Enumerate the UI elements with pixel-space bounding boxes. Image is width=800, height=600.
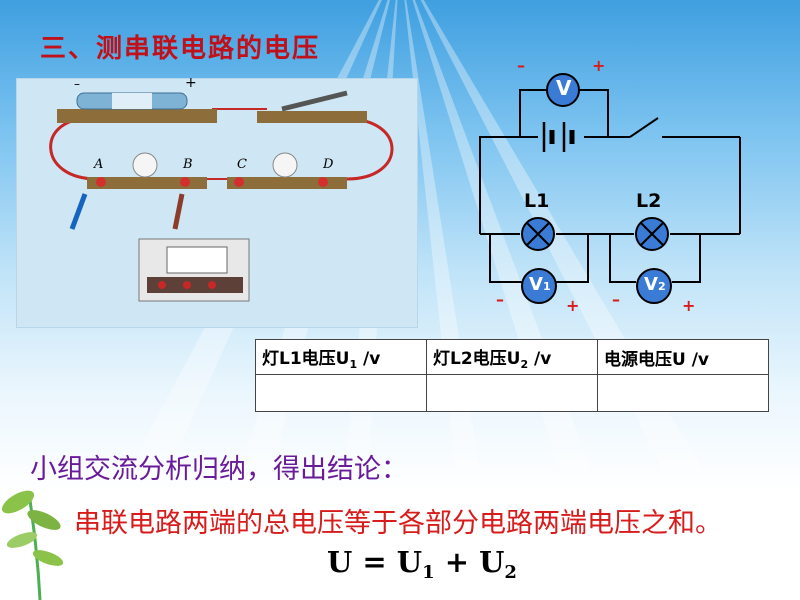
table-header-row: 灯L1电压U1 /v 灯L2电压U2 /v 电源电压U /v (255, 339, 769, 375)
main-voltmeter-minus: – (517, 56, 525, 75)
summary-prompt: 小组交流分析归纳，得出结论： (30, 454, 408, 485)
voltage-table: 灯L1电压U1 /v 灯L2电压U2 /v 电源电压U /v (255, 339, 769, 412)
main-voltmeter-plus: + (592, 56, 606, 75)
voltmeter-2-plus: + (682, 296, 696, 315)
voltmeter-2-minus: – (612, 290, 620, 309)
header-l2-unit: /v (528, 348, 552, 369)
voltmeter-1-sub: 1 (542, 280, 551, 293)
conclusion-text: 串联电路两端的总电压等于各部分电路两端电压之和。 (74, 508, 722, 539)
voltmeter-1-minus: – (496, 290, 504, 309)
lamp-2-label: L2 (636, 190, 662, 212)
lamp-1-label: L1 (524, 190, 550, 212)
cell-l2-voltage[interactable] (426, 374, 598, 412)
plant-decoration (1, 490, 64, 600)
photo-minus-label: – (74, 77, 80, 91)
photo-label-d: D (323, 157, 334, 172)
voltmeter-2-letter: V (644, 274, 658, 295)
header-l1-text: 灯L1电压U (262, 348, 350, 369)
header-l1-voltage: 灯L1电压U1 /v (255, 339, 427, 375)
voltmeter-1-plus: + (566, 296, 580, 315)
header-source-voltage: 电源电压U /v (597, 339, 769, 375)
photo-label-a: A (94, 157, 104, 172)
main-voltmeter-label: V (556, 76, 572, 100)
photo-label-b: B (183, 157, 193, 172)
formula-sub-2: 2 (504, 562, 517, 583)
photo-label-c: C (237, 157, 247, 172)
voltmeter-2-sub: 2 (657, 280, 666, 293)
voltmeter-2-label: V2 (644, 274, 666, 295)
circuit-photo: – + A B C D (16, 75, 418, 328)
formula-sub-1: 1 (422, 562, 435, 583)
header-l2-sub: 2 (520, 357, 529, 371)
header-l1-unit: /v (357, 348, 381, 369)
header-source-text: 电源电压U /v (604, 349, 710, 370)
photo-plus-label: + (185, 75, 197, 91)
formula-mid: + U (434, 545, 505, 579)
voltage-formula: U = U1 + U2 (327, 545, 517, 583)
cell-source-voltage[interactable] (597, 374, 769, 412)
circuit-diagram: V – + L1 L2 V1 V2 – + – + (460, 52, 760, 318)
header-l1-sub: 1 (349, 357, 358, 371)
cell-l1-voltage[interactable] (255, 374, 427, 412)
header-l2-voltage: 灯L2电压U2 /v (426, 339, 598, 375)
slide-title: 三、测串联电路的电压 (40, 34, 321, 64)
formula-lhs: U = U (327, 545, 423, 579)
voltmeter-1-letter: V (529, 274, 543, 295)
header-l2-text: 灯L2电压U (433, 348, 521, 369)
voltmeter-1-label: V1 (529, 274, 551, 295)
table-row (255, 374, 769, 412)
